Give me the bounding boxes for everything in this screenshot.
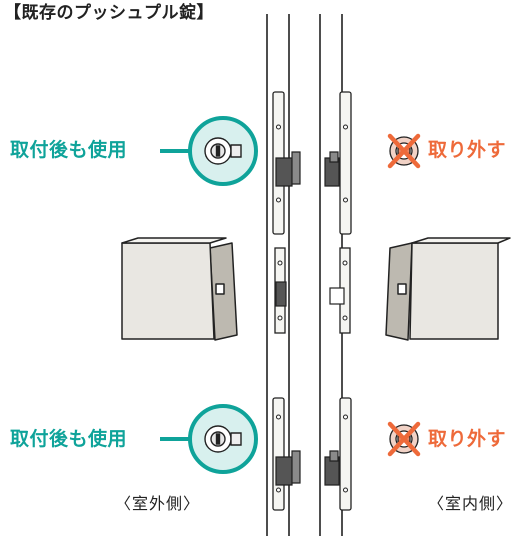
remove-label-bottom: 取り外す xyxy=(428,428,507,450)
diagram-title: 【既存のプッシュプル錠】 xyxy=(4,3,214,23)
side-label-indoor: 〈室内側〉 xyxy=(428,494,514,513)
cylinder-lock-icon xyxy=(204,137,242,165)
strike-plates-indoor xyxy=(339,91,352,511)
cylinder-lock-icon xyxy=(204,425,242,453)
pushpull-handle-indoor xyxy=(385,237,511,341)
cross-mark-icon xyxy=(387,421,421,457)
keep-label-top: 取付後も使用 xyxy=(10,139,128,161)
plate-screws xyxy=(276,124,348,493)
remove-label-top: 取り外す xyxy=(428,139,507,161)
door-edge-outdoor xyxy=(266,14,290,536)
pushpull-handle-outdoor xyxy=(121,237,238,341)
keep-label-bottom: 取付後も使用 xyxy=(10,428,128,450)
lock-latches xyxy=(275,151,345,486)
side-label-outdoor: 〈室外側〉 xyxy=(115,494,201,513)
cross-mark-icon xyxy=(387,133,421,169)
